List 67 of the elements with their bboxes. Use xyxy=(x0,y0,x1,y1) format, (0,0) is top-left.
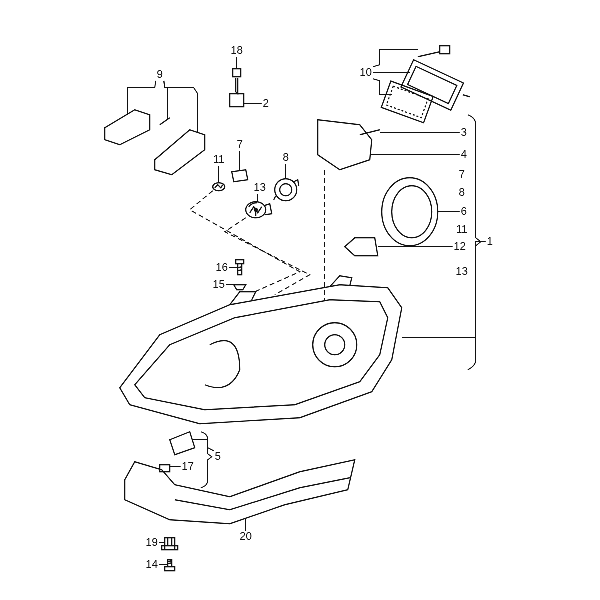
screw-drawing xyxy=(164,559,176,572)
motor-drawing xyxy=(317,119,373,171)
callout-number: 11 xyxy=(212,154,226,166)
bulb-drawing xyxy=(212,182,226,192)
bulb-drawing xyxy=(344,237,379,257)
callout-number: 11 xyxy=(455,224,469,236)
callout-number: 4 xyxy=(460,149,468,161)
holder-drawing xyxy=(169,431,196,456)
callout-number: 2 xyxy=(262,98,270,110)
leader-line xyxy=(128,80,156,114)
callout-number: 8 xyxy=(282,152,290,164)
mounting-bracket-drawing xyxy=(124,459,356,525)
callout-number: 17 xyxy=(180,461,196,473)
leader-line xyxy=(370,154,460,156)
connector-drawing xyxy=(154,129,206,176)
callout-number: 16 xyxy=(214,262,230,274)
callout-number: 5 xyxy=(214,451,222,463)
bulb-drawing xyxy=(245,201,273,219)
washer-drawing xyxy=(159,464,171,473)
callout-number: 12 xyxy=(452,241,468,253)
leader-line xyxy=(402,242,486,338)
leader-line xyxy=(218,166,220,184)
callout-number: 8 xyxy=(458,187,466,199)
nut-drawing xyxy=(232,284,248,291)
callout-number: 1 xyxy=(486,236,494,248)
screw-drawing xyxy=(232,68,242,96)
screw-drawing xyxy=(360,129,380,136)
leader-line xyxy=(164,80,198,132)
callout-number: 13 xyxy=(252,182,268,194)
callout-number: 10 xyxy=(358,67,374,79)
leader-line xyxy=(158,542,166,544)
clip-nut-drawing xyxy=(161,537,179,551)
leader-line xyxy=(170,466,182,468)
callout-number: 7 xyxy=(236,139,244,151)
callout-number: 9 xyxy=(156,69,164,81)
callout-number: 13 xyxy=(454,266,470,278)
screw-drawing xyxy=(417,45,451,58)
leader-line xyxy=(372,50,418,68)
callout-number: 14 xyxy=(144,559,160,571)
ring-drawing xyxy=(381,177,439,247)
callout-number: 19 xyxy=(144,537,160,549)
leader-line xyxy=(226,284,236,286)
bulb-socket-drawing xyxy=(273,178,300,202)
connector-drawing xyxy=(104,109,151,146)
screw-drawing xyxy=(160,118,170,126)
callout-number: 3 xyxy=(460,127,468,139)
leader-line xyxy=(372,78,392,96)
lens-cover-drawing xyxy=(400,59,470,112)
callout-number: 15 xyxy=(212,279,226,291)
assembly-line xyxy=(324,170,326,300)
assembly-line xyxy=(224,218,312,296)
gasket-drawing xyxy=(380,80,434,124)
bulb-socket-drawing xyxy=(231,169,249,183)
leader-line xyxy=(378,246,454,248)
callout-number: 18 xyxy=(230,45,244,57)
callout-number: 7 xyxy=(458,169,466,181)
screw-drawing xyxy=(235,259,245,276)
callout-number: 20 xyxy=(238,531,254,543)
headlight-housing-drawing xyxy=(119,275,403,425)
leader-line xyxy=(236,56,238,70)
leader-line xyxy=(372,72,410,74)
clip-drawing xyxy=(229,93,245,108)
leader-line xyxy=(192,440,214,452)
assembly-line xyxy=(189,190,302,292)
leader-line xyxy=(158,564,168,566)
callout-number: 6 xyxy=(460,206,468,218)
leader-line xyxy=(380,132,460,134)
